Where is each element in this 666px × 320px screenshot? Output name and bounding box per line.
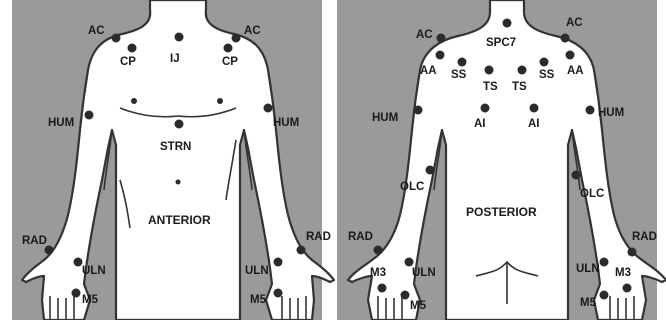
label-posterior-ss-left: SS [451,69,467,81]
label-posterior-m5-right: M5 [580,297,597,309]
marker-posterior-ai-right [530,104,539,113]
label-posterior-olc-left: OLC [400,181,424,193]
label-posterior-rad-left: RAD [348,231,373,243]
marker-posterior-aa-left [436,51,445,60]
label-posterior-ac-right: AC [566,17,583,29]
label-posterior-m5-left: M5 [410,300,427,312]
marker-posterior-m5-left [401,291,410,300]
marker-anterior-m5-right [274,289,283,298]
marker-anterior-strn [175,120,184,129]
label-anterior-cp-right: CP [222,56,238,68]
label-anterior-rad-left: RAD [22,235,47,247]
label-anterior-m5-left: M5 [82,294,99,306]
marker-posterior-ai-left [481,104,490,113]
marker-posterior-ss-left [458,58,467,67]
marker-posterior-ts-left [485,66,494,75]
label-posterior-ac-left: AC [416,29,433,41]
marker-posterior-ts-right [518,66,527,75]
label-anterior-uln-right: ULN [245,265,269,277]
marker-posterior-hum-right [586,106,595,115]
label-posterior-m3-left: M3 [370,267,386,279]
marker-anterior-cp-right [224,44,233,53]
label-anterior-hum-right: HUM [273,117,299,129]
anterior-view-label: ANTERIOR [148,213,211,227]
label-anterior-m5-right: M5 [250,294,267,306]
marker-posterior-aa-right [566,51,575,60]
anterior-left-nipple [131,98,137,104]
label-posterior-ts-right: TS [512,81,527,93]
label-anterior-ac-right: AC [244,25,261,37]
marker-posterior-uln-left [405,258,414,267]
label-posterior-rad-right: RAD [632,231,657,243]
label-posterior-hum-left: HUM [372,112,398,124]
label-posterior-spc7: SPC7 [486,37,516,49]
label-posterior-ai-right: AI [528,118,540,130]
marker-posterior-uln-right [600,258,609,267]
label-anterior-hum-left: HUM [48,117,74,129]
marker-anterior-hum-left [85,111,94,120]
label-posterior-uln-right: ULN [576,263,600,275]
label-posterior-ai-left: AI [474,118,486,130]
marker-posterior-m3-right [623,284,632,293]
marker-posterior-hum-left [414,106,423,115]
label-anterior-cp-left: CP [120,56,136,68]
marker-posterior-rad-left [374,246,383,255]
anterior-navel [176,180,181,185]
label-posterior-aa-left: AA [420,65,437,77]
marker-anterior-ij [175,33,184,42]
posterior-view-label: POSTERIOR [466,205,537,219]
label-anterior-rad-right: RAD [306,231,331,243]
marker-anterior-ac-left [112,34,121,43]
label-anterior-uln-left: ULN [82,265,106,277]
label-posterior-m3-right: M3 [615,267,631,279]
marker-posterior-ac-left [437,34,446,43]
label-anterior-strn: STRN [160,141,191,153]
label-posterior-aa-right: AA [567,65,584,77]
label-posterior-uln-left: ULN [412,267,436,279]
label-posterior-ss-right: SS [539,69,555,81]
marker-anterior-rad-right [297,246,306,255]
label-anterior-ac-left: AC [88,25,105,37]
label-posterior-olc-right: OLC [580,188,604,200]
marker-posterior-spc7 [503,19,512,28]
marker-anterior-ac-right [232,34,241,43]
marker-posterior-ac-right [561,34,570,43]
anterior-right-nipple [217,98,223,104]
marker-posterior-olc-left [426,166,435,175]
marker-posterior-rad-right [628,248,637,257]
marker-posterior-m5-right [600,291,609,300]
marker-posterior-ss-right [540,58,549,67]
label-posterior-ts-left: TS [483,81,498,93]
label-anterior-ij: IJ [170,53,180,65]
marker-anterior-m5-left [72,289,81,298]
marker-anterior-cp-left [128,44,137,53]
label-posterior-hum-right: HUM [598,107,624,119]
marker-posterior-olc-right [572,171,581,180]
marker-anterior-hum-right [264,104,273,113]
marker-posterior-m3-left [378,284,387,293]
marker-anterior-uln-right [274,258,283,267]
